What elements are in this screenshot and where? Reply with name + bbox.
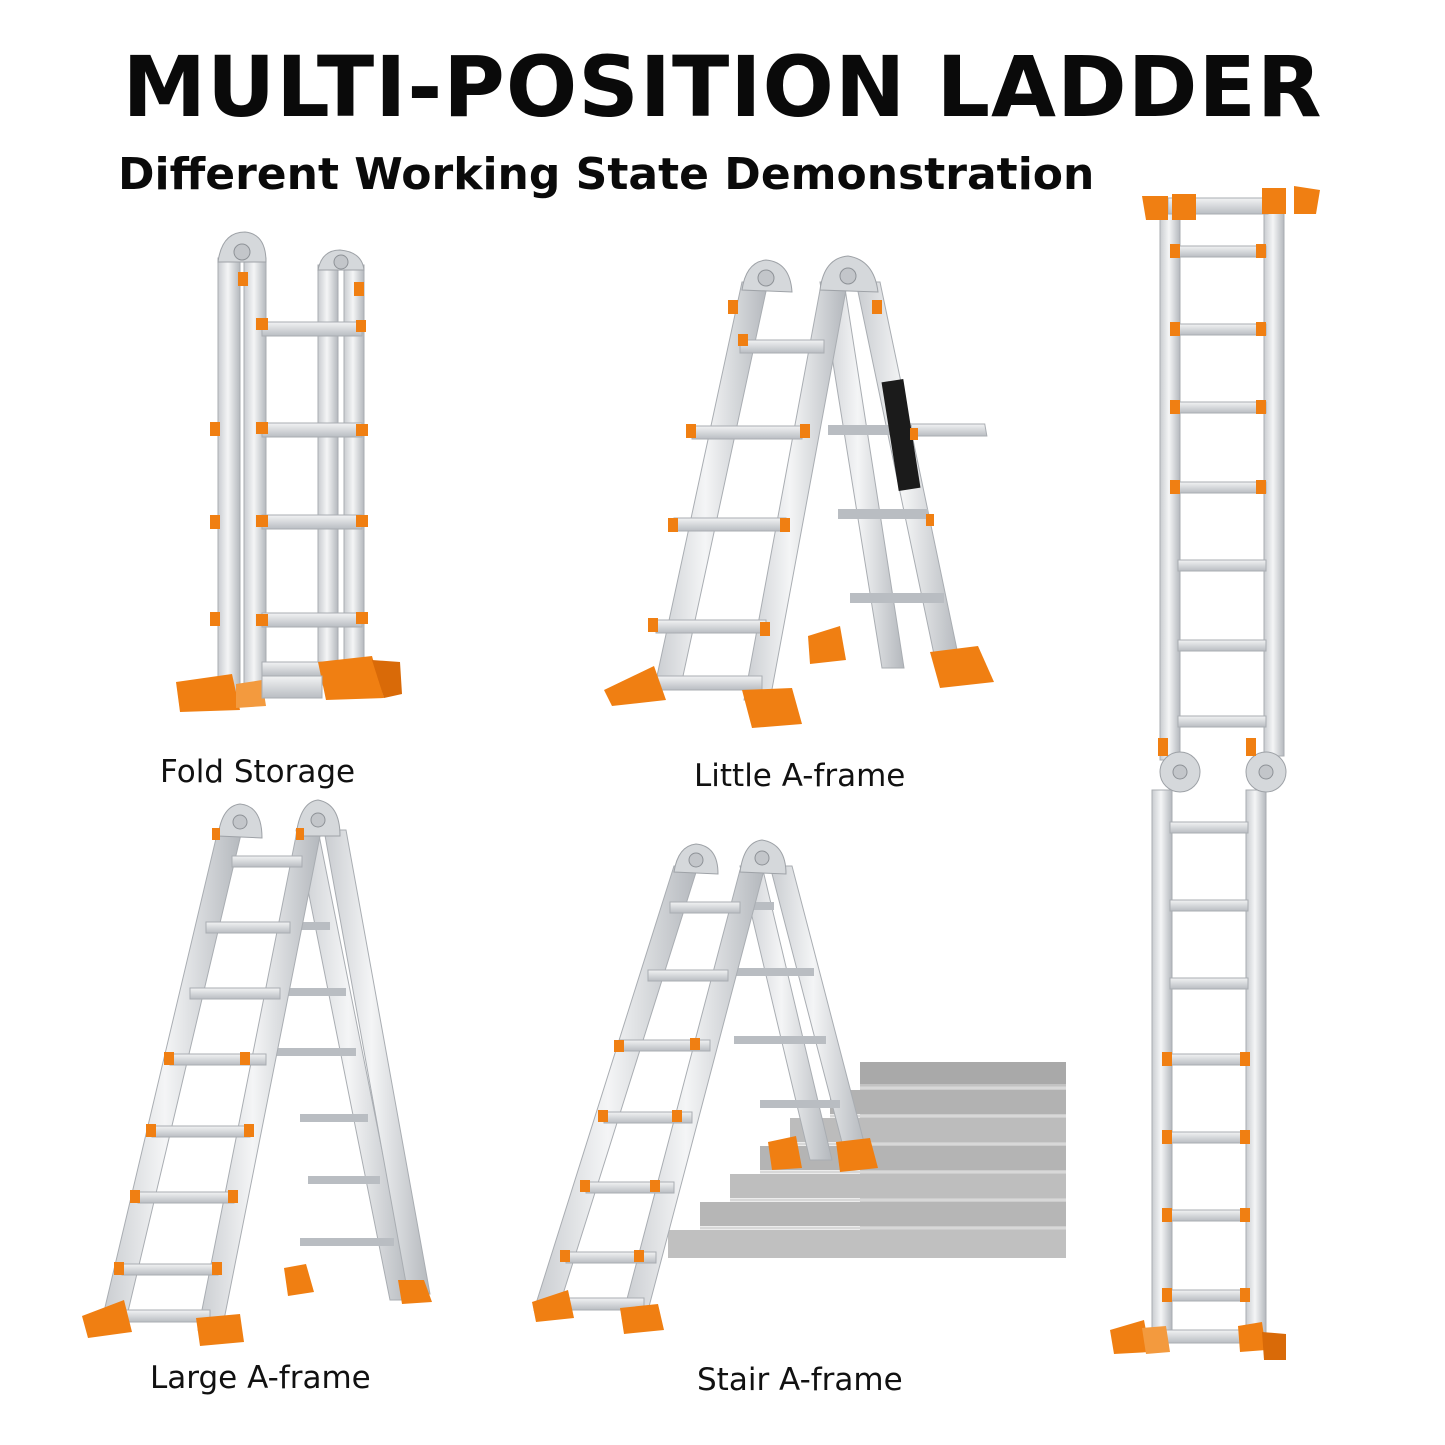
page-title: MULTI-POSITION LADDER — [122, 38, 1323, 136]
caption-fold-storage: Fold Storage — [160, 754, 356, 790]
stair-a-frame-ladder — [532, 839, 878, 1334]
stairs-illustration — [668, 1062, 1066, 1258]
caption-stair-a-frame: Stair A-frame — [697, 1362, 903, 1398]
caption-little-a-frame: Little A-frame — [694, 758, 906, 794]
extension-ladder — [1110, 186, 1320, 1360]
hinge-icon — [1158, 738, 1287, 793]
little-a-frame-ladder — [604, 255, 994, 728]
page-subtitle: Different Working State Demonstration — [118, 149, 1095, 200]
fold-storage-ladder — [176, 231, 402, 712]
large-a-frame-ladder — [82, 799, 432, 1346]
caption-large-a-frame: Large A-frame — [150, 1360, 371, 1396]
